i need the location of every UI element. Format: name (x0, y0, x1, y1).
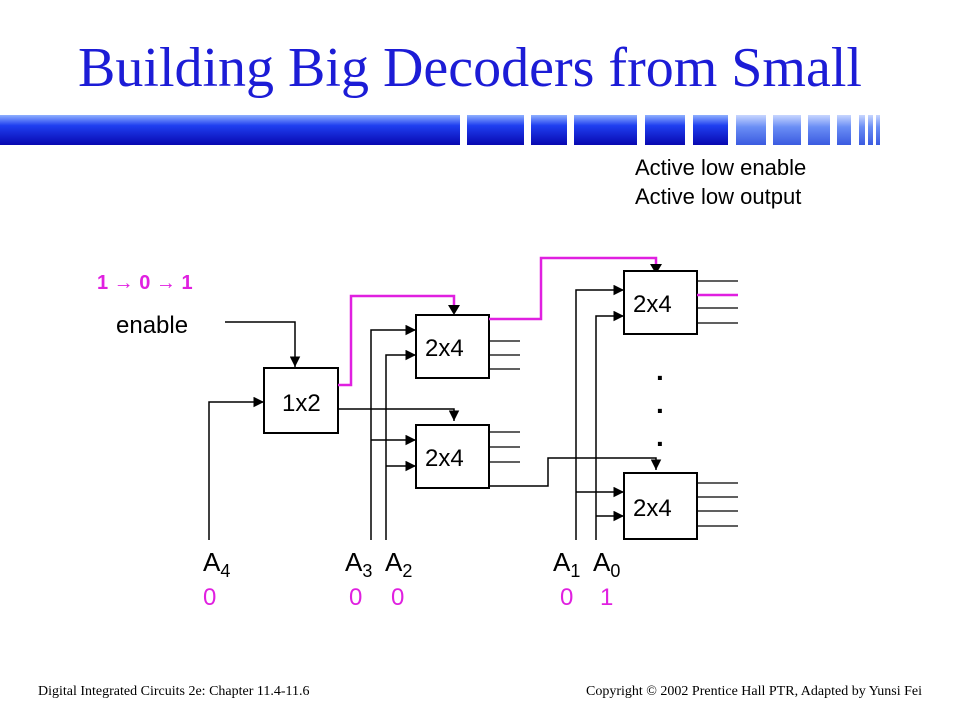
decoder-1x2 (263, 367, 339, 434)
a2-wire (385, 349, 416, 540)
active-path-1x2-to-top (338, 294, 456, 387)
title-underline-bar (0, 115, 880, 145)
input-a2: A2 0 (385, 547, 412, 611)
wire-1x2-to-bottom (338, 408, 460, 421)
decoder-1x2-label: 1x2 (282, 390, 321, 417)
footer-copyright: Copyright © 2002 Prentice Hall PTR, Adap… (586, 684, 922, 699)
input-a1: A1 0 (553, 547, 580, 611)
svg-text:A2: A2 (385, 547, 412, 581)
svg-text:A3: A3 (345, 547, 372, 581)
decoder-2x4-stage3-bottom (623, 472, 698, 540)
active-path-stage2-to-stage3 (489, 256, 658, 321)
a1-wire (575, 284, 624, 540)
decoder-2x4-stage3-top-label: 2x4 (633, 291, 672, 318)
a0-wire (595, 310, 624, 540)
stage2-top-outputs (489, 340, 520, 370)
enable-sequence-label: 1 → 0 → 1 (97, 272, 193, 294)
a3-wire (370, 324, 416, 540)
decoder-2x4-stage2-top-label: 2x4 (425, 335, 464, 362)
annotation-notes: Active low enable Active low output (635, 153, 806, 211)
input-a2-value: 0 (391, 584, 404, 611)
enable-label: enable (116, 312, 188, 339)
svg-text:A4: A4 (203, 547, 230, 581)
stage3-bottom-outputs (697, 482, 738, 527)
slide-title: Building Big Decoders from Small (78, 37, 862, 99)
input-a1-value: 0 (560, 584, 573, 611)
ellipsis-dot-2: . (656, 388, 664, 419)
stage3-top-outputs (697, 280, 738, 324)
input-a0: A0 1 (593, 547, 620, 611)
svg-text:A1: A1 (553, 547, 580, 581)
note-active-low-enable: Active low enable (635, 155, 807, 180)
input-a3: A3 0 (345, 547, 372, 611)
note-active-low-output: Active low output (635, 184, 802, 209)
input-a4: A4 0 (203, 547, 230, 611)
input-a3-value: 0 (349, 584, 362, 611)
a4-wire (208, 396, 264, 540)
input-a0-value: 1 (600, 584, 613, 611)
ellipsis-dot-1: . (656, 355, 664, 386)
footer-course: Digital Integrated Circuits 2e: Chapter … (38, 684, 310, 699)
decoder-2x4-stage3-top (623, 270, 698, 335)
decoder-2x4-stage2-bottom (415, 424, 490, 489)
svg-text:A0: A0 (593, 547, 620, 581)
enable-wire (225, 321, 301, 367)
decoder-2x4-stage3-bottom-label: 2x4 (633, 495, 672, 522)
stage2-bottom-outputs (489, 431, 520, 463)
decoder-2x4-stage2-bottom-label: 2x4 (425, 445, 464, 472)
wire-stage2-bottom-to-stage3 (489, 457, 662, 487)
decoder-2x4-stage2-top (415, 314, 490, 379)
ellipsis-dot-3: . (656, 421, 664, 452)
input-a4-value: 0 (203, 584, 216, 611)
